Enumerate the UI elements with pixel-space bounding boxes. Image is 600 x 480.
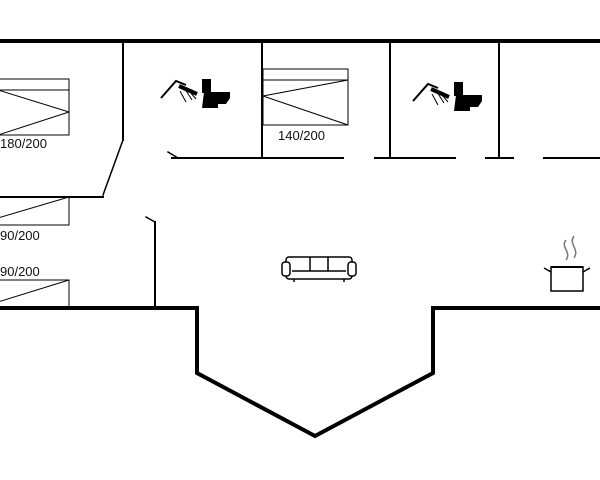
- toilet-icon: [202, 79, 230, 108]
- shower-icon: [160, 79, 198, 103]
- bed-180-200: [0, 78, 70, 136]
- door-bath1: [166, 150, 180, 160]
- bed-90-200-b: [0, 279, 70, 309]
- bed-90-200-a: [0, 196, 70, 226]
- toilet-icon: [454, 82, 482, 111]
- bed-size-label-140-200: 140/200: [278, 128, 325, 143]
- bed-size-label-90-200-b: 90/200: [0, 264, 40, 279]
- sofa-icon: [281, 256, 357, 282]
- outer-wall-bottom: [0, 306, 600, 439]
- door-bedroom1: [102, 139, 124, 196]
- door-bedroom3: [144, 215, 157, 224]
- cooking-pot-icon: [543, 235, 591, 292]
- shower-icon: [412, 82, 450, 106]
- bed-140-200: [262, 68, 349, 126]
- bed-size-label-180-200: 180/200: [0, 136, 47, 151]
- bed-size-label-90-200-a: 90/200: [0, 228, 40, 243]
